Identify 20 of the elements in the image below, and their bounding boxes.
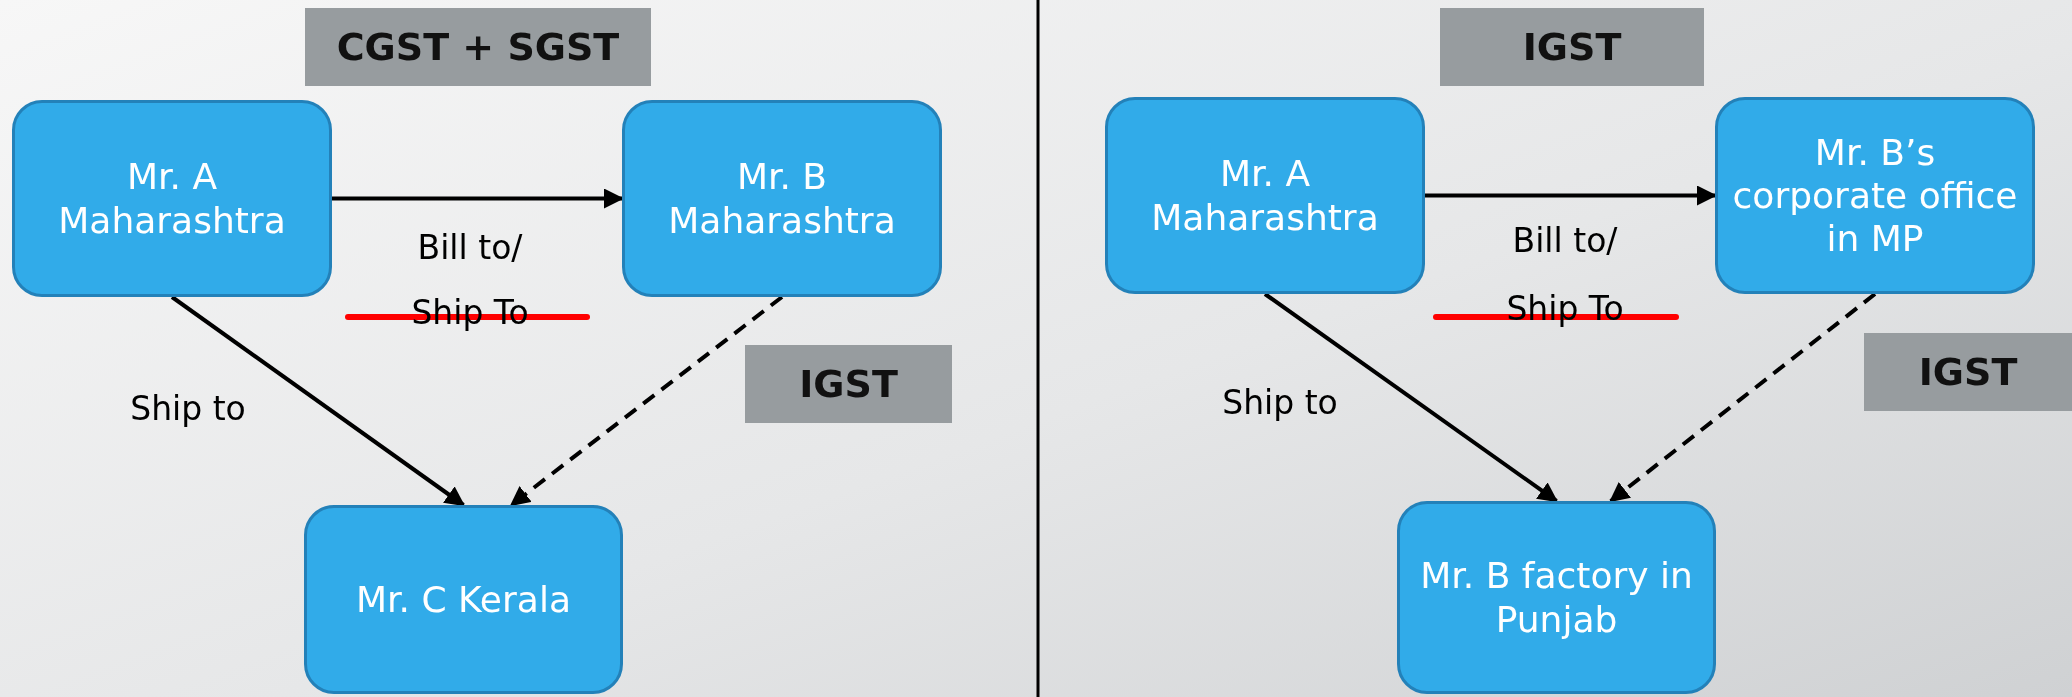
party-box: Mr. C Kerala: [304, 505, 623, 694]
tax-tag: IGST: [745, 345, 952, 423]
edge-label: Bill to/: [417, 227, 523, 267]
tax-tag: CGST + SGST: [305, 8, 651, 86]
party-box: Mr. A Maharashtra: [1105, 97, 1425, 294]
dashed-arrow: [509, 295, 784, 507]
party-box: Mr. B’s corporate office in MP: [1715, 97, 2035, 294]
edge-label: Bill to/: [1512, 220, 1618, 260]
party-box: Mr. A Maharashtra: [12, 100, 332, 297]
arrow: [1263, 292, 1559, 503]
tax-tag: IGST: [1440, 8, 1704, 86]
party-box: Mr. B Maharashtra: [622, 100, 942, 297]
party-box: Mr. B factory in Punjab: [1397, 501, 1716, 694]
edge-label: Ship to: [130, 388, 246, 428]
arrow: [1425, 185, 1717, 206]
edge-label: Ship to: [1222, 382, 1338, 422]
tax-tag: IGST: [1864, 333, 2072, 411]
dashed-arrow: [1609, 292, 1877, 503]
arrow: [332, 188, 624, 209]
arrow: [170, 295, 466, 507]
